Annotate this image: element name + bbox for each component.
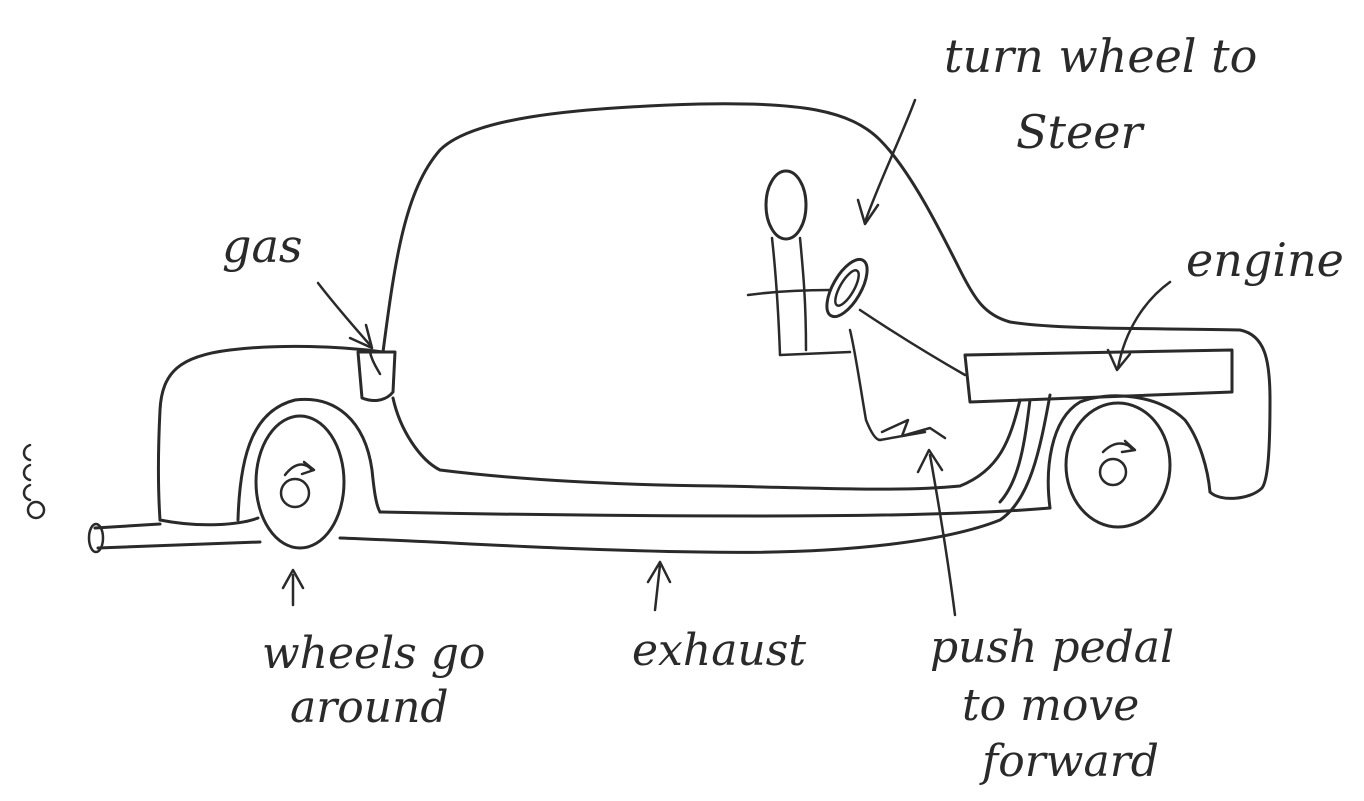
pedal-label-line3: forward	[979, 736, 1159, 787]
engine-label: engine	[1186, 233, 1344, 287]
pedal-label-line2: to move	[962, 680, 1139, 731]
driver-figure	[748, 171, 830, 355]
exhaust-pipe	[89, 395, 1050, 552]
pedal	[880, 420, 945, 440]
wheels-label-line2: around	[290, 682, 449, 733]
labels: turn wheel to Steer gas engine wheels go…	[222, 29, 1344, 787]
exhaust-label: exhaust	[632, 625, 806, 676]
rear-wheel	[256, 416, 344, 548]
smoke-puffs	[24, 445, 44, 518]
wheels-label-line1: wheels go	[262, 628, 485, 679]
steer-label-line2: Steer	[1016, 105, 1145, 159]
steering-wheel	[819, 253, 875, 322]
engine-block	[965, 350, 1232, 402]
gas-tank	[358, 352, 395, 400]
annotation-arrows	[283, 100, 1170, 615]
steer-label-line1: turn wheel to	[944, 29, 1257, 83]
front-wheel	[1066, 403, 1170, 527]
pedal-label-line1: push pedal	[930, 622, 1174, 673]
gas-label: gas	[222, 219, 302, 273]
